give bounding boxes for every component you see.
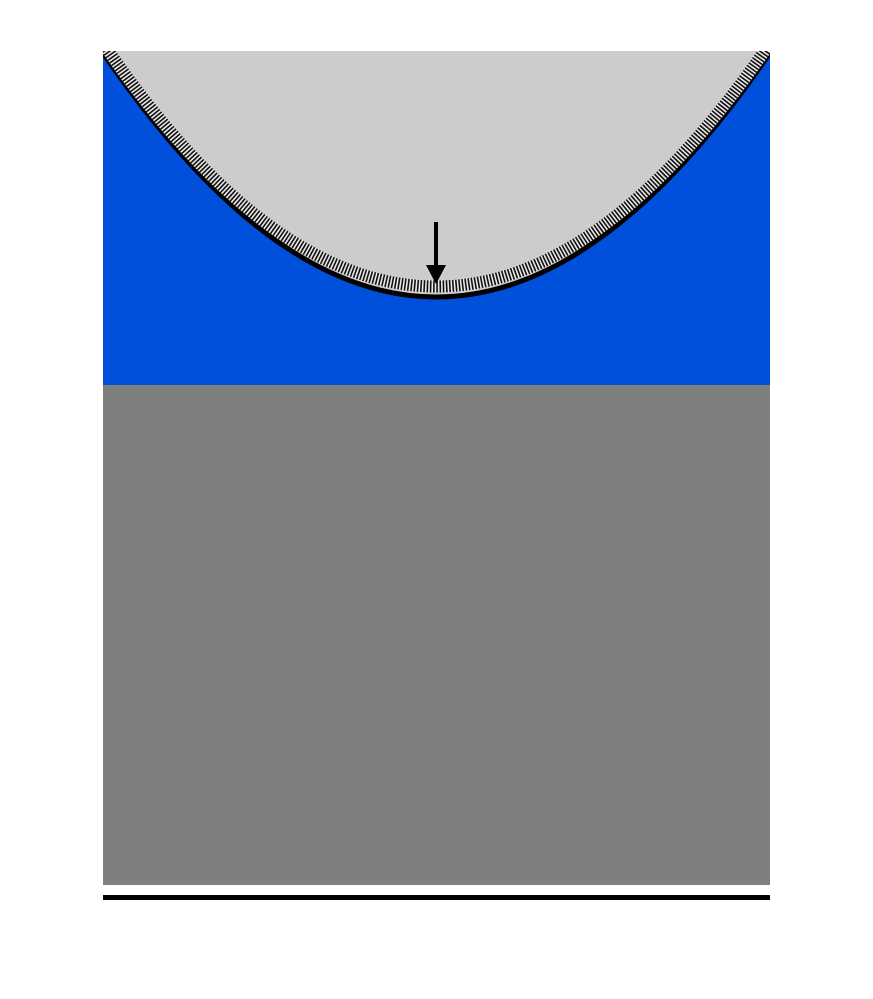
- arrow-down-icon: [426, 222, 446, 284]
- ground-line: [103, 895, 770, 900]
- interface-line: [103, 51, 770, 300]
- interface-hatch-band: [103, 51, 770, 293]
- solid-base-region: [103, 385, 770, 885]
